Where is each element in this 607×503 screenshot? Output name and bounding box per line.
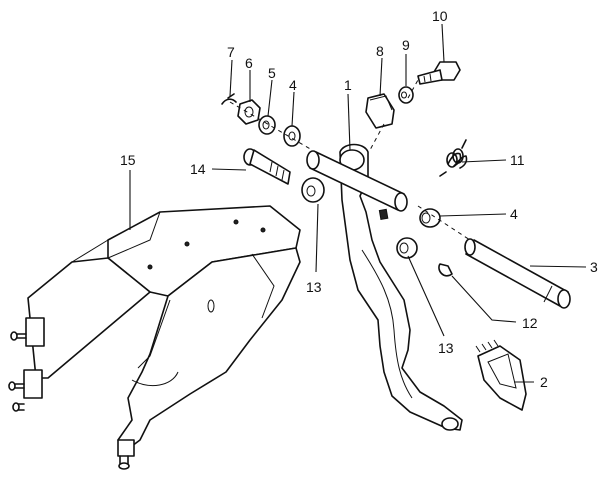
assembly-centerlines bbox=[229, 79, 471, 241]
part-5-washer bbox=[258, 115, 276, 135]
part-1-pivot-tube bbox=[306, 150, 408, 212]
part-11-spring bbox=[439, 139, 468, 177]
callout-3: 3 bbox=[590, 259, 598, 275]
callout-13-left: 13 bbox=[306, 279, 322, 295]
part-15-bracket bbox=[8, 205, 301, 470]
part-14-bolt bbox=[243, 148, 291, 185]
callout-11: 11 bbox=[510, 152, 525, 168]
part-9-nut bbox=[398, 86, 414, 104]
callout-15: 15 bbox=[120, 152, 136, 168]
part-2-pedal-pad bbox=[475, 339, 527, 411]
callout-2: 2 bbox=[540, 374, 548, 390]
part-6-nut bbox=[237, 99, 261, 125]
part-8-stopper bbox=[365, 93, 395, 129]
callout-6: 6 bbox=[245, 55, 253, 71]
callout-4-right: 4 bbox=[510, 206, 518, 222]
callout-13-right: 13 bbox=[438, 340, 454, 356]
part-4-bushing-right bbox=[419, 208, 441, 228]
part-13-bushing-left bbox=[301, 177, 325, 203]
callout-4-upper: 4 bbox=[289, 77, 297, 93]
callout-1: 1 bbox=[344, 77, 352, 93]
callout-8: 8 bbox=[376, 43, 384, 59]
part-13-bushing-right bbox=[396, 237, 418, 259]
callout-labels: 1 2 3 4 4 5 6 7 8 9 10 11 12 13 13 14 15 bbox=[120, 8, 598, 390]
part-12-clip bbox=[438, 263, 453, 277]
callout-12: 12 bbox=[522, 315, 538, 331]
part-3-pivot-shaft bbox=[464, 238, 571, 309]
leader-lines bbox=[129, 23, 587, 383]
part-10-bolt bbox=[417, 61, 461, 85]
part-7-split-pin bbox=[221, 93, 237, 105]
callout-7: 7 bbox=[227, 44, 235, 60]
part-4-bushing-left bbox=[283, 125, 301, 147]
callout-14: 14 bbox=[190, 161, 206, 177]
callout-5: 5 bbox=[268, 65, 276, 81]
callout-9: 9 bbox=[402, 37, 410, 53]
callout-10: 10 bbox=[432, 8, 448, 24]
